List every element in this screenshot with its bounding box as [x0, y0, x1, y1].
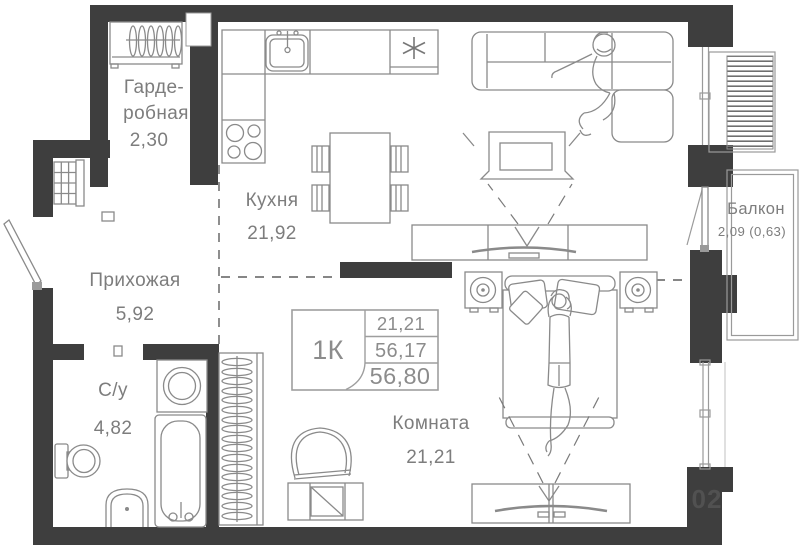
wardrobe-label-2: робная	[123, 103, 189, 124]
wardrobe-area: 2,30	[130, 130, 169, 151]
stove	[225, 123, 263, 161]
stamp-type: 1К	[312, 335, 344, 365]
hallway-area: 5,92	[116, 304, 155, 325]
stamp-living-area: 56,17	[375, 340, 427, 362]
walls	[33, 5, 737, 545]
door-hinge	[32, 282, 42, 290]
door-hinge	[700, 245, 709, 252]
tv-console-bedroom	[471, 483, 631, 524]
balcony-outline	[726, 169, 799, 341]
sofa	[471, 31, 674, 143]
kitchen-label: Кухня	[246, 190, 299, 211]
wall-low-pier-bottom	[687, 492, 722, 545]
wall-bath-closet	[206, 350, 219, 527]
wall-top-right-corner	[688, 5, 733, 47]
entrance-door[interactable]	[3, 219, 42, 290]
wall-top	[100, 5, 733, 22]
desk	[287, 482, 364, 521]
bed	[502, 275, 618, 429]
bathroom-sink	[105, 488, 149, 527]
page-curl	[345, 362, 366, 391]
pillow	[553, 278, 601, 316]
wall-mid-zone	[340, 262, 452, 278]
room-area: 21,21	[406, 447, 456, 468]
wardrobe-label-1: Гарде-	[124, 77, 184, 98]
bathtub	[154, 414, 207, 528]
pillow-diamond	[508, 290, 544, 325]
wall-right-block	[688, 145, 733, 187]
apartment-number: 02	[692, 484, 723, 514]
ac-grille	[726, 55, 774, 150]
wall-bottom	[33, 527, 722, 545]
wall-wardrobe-right	[190, 22, 218, 185]
stamp-room-area: 21,21	[377, 313, 425, 334]
nightstand-right	[619, 271, 658, 313]
person-on-sofa	[551, 31, 616, 136]
fridge-icon	[402, 37, 426, 59]
wardrobe-closet	[109, 21, 183, 69]
balcony-label: Балкон	[727, 200, 785, 218]
wall-left-mid	[33, 288, 53, 346]
room-labels: Гарде- робная 2,30 Кухня 21,92 Прихожая …	[89, 77, 786, 468]
window-bottom-right	[699, 359, 726, 470]
wall-left-lower	[33, 344, 53, 545]
wall-niche	[185, 12, 212, 47]
bath-door-cap	[113, 345, 123, 357]
wall-wardrobe-left	[90, 5, 108, 187]
bathroom-label: С/у	[98, 380, 128, 401]
person-on-bed	[545, 288, 572, 457]
wall-bath-top-right	[143, 344, 219, 360]
dining-table	[311, 132, 409, 224]
wall-left-upper	[33, 140, 53, 217]
balcony-door[interactable]	[686, 186, 709, 252]
bed-view-cone	[496, 392, 602, 484]
room-label: Комната	[392, 413, 469, 434]
tv-console-living	[411, 224, 648, 261]
tv-view-cone	[487, 183, 573, 225]
wall-right-pier	[690, 250, 722, 363]
toilet	[54, 443, 101, 479]
washing-machine	[156, 359, 208, 413]
plan-stamp: 1К 21,21 56,17 56,80	[291, 309, 439, 391]
tv-screen	[462, 131, 581, 180]
wall-end-cap	[101, 211, 115, 222]
hallway-label: Прихожая	[89, 270, 180, 291]
shoe-shelf	[53, 159, 85, 207]
kitchen-sink	[265, 30, 309, 72]
stamp-total-area: 56,80	[370, 363, 431, 389]
wall-right-pier-bump	[722, 275, 737, 313]
wall-low-pier-top	[687, 467, 733, 492]
zone-boundaries	[218, 165, 687, 344]
balcony-area: 2,09 (0,63)	[718, 224, 786, 239]
kitchen-area: 21,92	[247, 223, 297, 244]
bathroom-area: 4,82	[94, 418, 133, 439]
desk-chair	[290, 427, 352, 480]
ac-unit	[708, 51, 776, 153]
nightstand-left	[464, 271, 503, 313]
hall-closet-hangers	[218, 352, 264, 526]
